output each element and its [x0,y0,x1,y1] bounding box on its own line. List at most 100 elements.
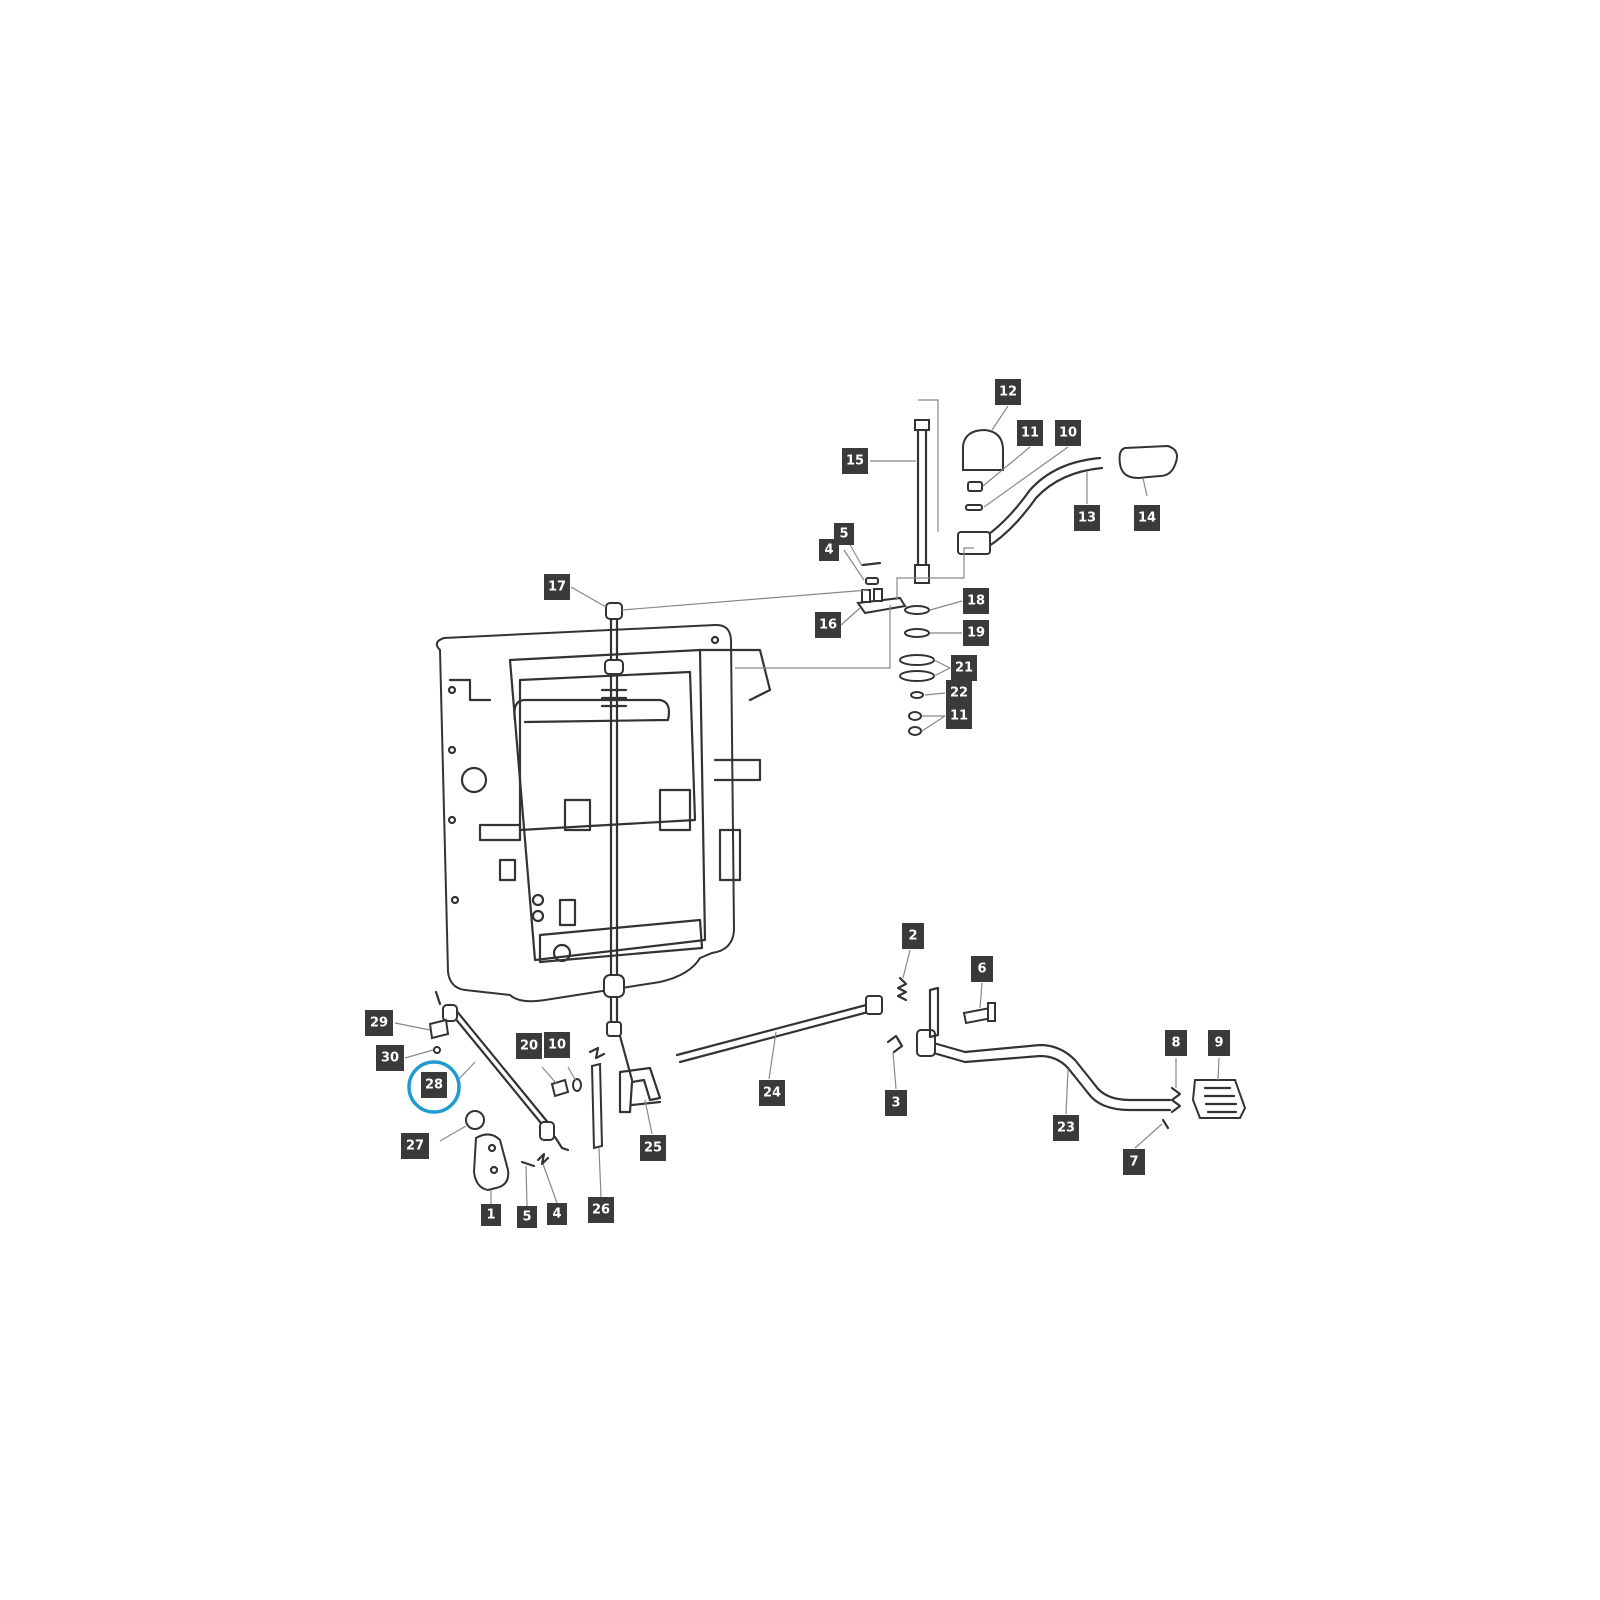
callout-14[interactable]: 14 [1134,505,1160,531]
callout-5-bottom[interactable]: 5 [517,1206,537,1228]
svg-text:14: 14 [1138,511,1156,526]
shift-shaft-15 [914,419,930,584]
callout-25[interactable]: 25 [640,1135,666,1161]
link-26 [590,1062,604,1150]
svg-text:3: 3 [891,1096,900,1111]
long-rod-24 [675,995,883,1064]
frame-plate [435,623,772,1003]
callout-30[interactable]: 30 [376,1045,404,1071]
spring-4-top [865,577,879,585]
svg-text:11: 11 [950,709,968,724]
svg-text:18: 18 [967,594,985,609]
svg-text:23: 23 [1057,1121,1075,1136]
svg-text:24: 24 [763,1086,781,1101]
callout-17[interactable]: 17 [544,574,570,600]
callout-11-right[interactable]: 11 [946,703,972,729]
screw-30 [433,1046,441,1054]
pedal-pad-9 [1191,1079,1247,1119]
pin-5-top [861,561,882,567]
callout-1[interactable]: 1 [481,1204,501,1226]
svg-text:1: 1 [486,1208,495,1223]
svg-text:8: 8 [1171,1036,1180,1051]
callout-27[interactable]: 27 [401,1133,429,1159]
svg-text:4: 4 [552,1207,561,1222]
callout-4-bottom[interactable]: 4 [547,1203,567,1225]
svg-text:30: 30 [381,1051,399,1066]
callout-7[interactable]: 7 [1123,1149,1145,1175]
vertical-control-rod [600,602,628,1037]
screw-7 [1161,1118,1170,1130]
callout-2[interactable]: 2 [902,923,924,949]
bracket-25 [618,1066,662,1114]
svg-text:28: 28 [425,1078,443,1093]
svg-text:19: 19 [967,626,985,641]
spring-top-link [588,1034,634,1082]
callout-20[interactable]: 20 [516,1033,542,1059]
plate-1 [472,1133,510,1192]
clamp-29 [428,1018,450,1040]
svg-text:27: 27 [406,1139,424,1154]
callout-13[interactable]: 13 [1074,505,1100,531]
callout-23[interactable]: 23 [1053,1115,1079,1141]
callout-labels: 12 15 11 10 13 14 5 4 17 16 18 19 21 22 … [365,379,1230,1228]
svg-text:17: 17 [548,580,566,595]
knob-14 [1118,444,1178,480]
callout-10[interactable]: 10 [1055,420,1081,446]
callout-28[interactable]: 28 [421,1072,447,1098]
callout-15[interactable]: 15 [842,448,868,474]
callout-3[interactable]: 3 [885,1090,907,1116]
spring-2 [896,976,908,1002]
callout-12[interactable]: 12 [995,379,1021,405]
cap-12 [962,428,1004,471]
svg-text:25: 25 [644,1141,662,1156]
bracket-16 [856,588,907,615]
svg-text:10: 10 [548,1038,566,1053]
callout-4-top[interactable]: 4 [819,539,839,561]
callout-8[interactable]: 8 [1165,1030,1187,1056]
washers-right-stack [899,605,935,736]
svg-text:2: 2 [908,929,917,944]
svg-text:12: 12 [999,385,1017,400]
svg-text:21: 21 [955,661,973,676]
callout-29[interactable]: 29 [365,1010,393,1036]
bushing-27 [465,1110,485,1130]
highlight-ring-28 [407,1060,461,1114]
cable-28 [434,990,570,1152]
callout-26[interactable]: 26 [588,1197,614,1223]
nut-11-top [967,481,983,492]
callout-19[interactable]: 19 [963,620,989,646]
washer-10-bottom [572,1078,582,1092]
svg-text:13: 13 [1078,511,1096,526]
callout-11[interactable]: 11 [1017,420,1043,446]
pin-6 [962,1002,996,1025]
svg-text:9: 9 [1214,1036,1223,1051]
svg-text:20: 20 [520,1039,538,1054]
svg-text:4: 4 [824,543,833,558]
washer-10-top [965,504,983,511]
callout-9[interactable]: 9 [1208,1030,1230,1056]
spring-8 [1170,1086,1182,1114]
callout-24[interactable]: 24 [759,1080,785,1106]
callout-18[interactable]: 18 [963,588,989,614]
pedal-arm-23 [916,986,1172,1112]
callout-22[interactable]: 22 [946,680,972,706]
shift-lever-13 [957,456,1104,555]
callout-21[interactable]: 21 [951,655,977,681]
clip-3 [886,1034,904,1054]
svg-text:16: 16 [819,618,837,633]
svg-text:11: 11 [1021,426,1039,441]
svg-text:5: 5 [839,527,848,542]
svg-text:22: 22 [950,686,968,701]
callout-10-bottom[interactable]: 10 [544,1032,570,1058]
svg-text:6: 6 [977,962,986,977]
leader-lines [394,405,1220,1207]
callout-6[interactable]: 6 [971,956,993,982]
svg-text:29: 29 [370,1016,388,1031]
svg-text:10: 10 [1059,426,1077,441]
spring-4-bottom [536,1152,550,1166]
pin-5-bottom [520,1160,536,1168]
callout-16[interactable]: 16 [815,612,841,638]
svg-text:7: 7 [1129,1155,1138,1170]
svg-text:15: 15 [846,454,864,469]
